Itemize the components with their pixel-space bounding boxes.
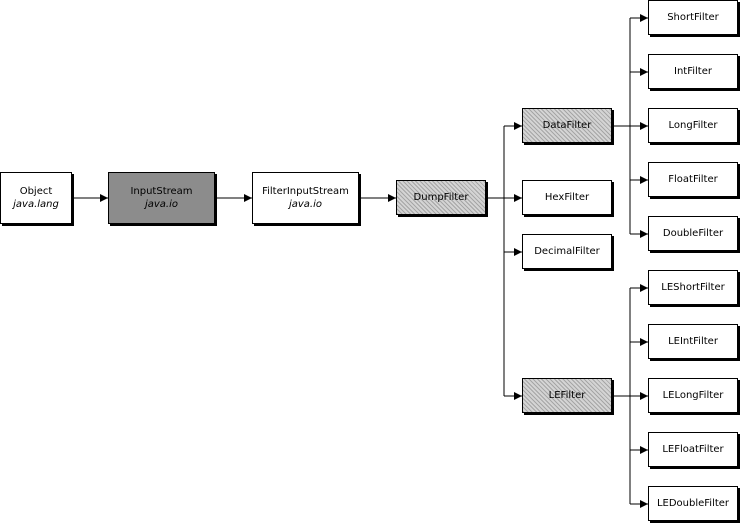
node-object-package: java.lang xyxy=(13,199,59,210)
node-lelongfilter-name: LELongFilter xyxy=(662,390,724,401)
node-lelongfilter: LELongFilter xyxy=(648,378,738,413)
node-lefilter: LEFilter xyxy=(522,378,612,413)
node-hexfilter-name: HexFilter xyxy=(544,192,590,203)
node-object: Object java.lang xyxy=(0,172,72,224)
node-inputstream-name: InputStream xyxy=(130,186,193,197)
node-ledoublefilter-name: LEDoubleFilter xyxy=(656,498,730,509)
node-doublefilter-name: DoubleFilter xyxy=(662,228,724,239)
node-hexfilter: HexFilter xyxy=(522,180,612,215)
node-floatfilter-name: FloatFilter xyxy=(668,174,718,185)
node-filterinputstream-name: FilterInputStream xyxy=(262,186,349,197)
node-lefloatfilter: LEFloatFilter xyxy=(648,432,738,467)
node-floatfilter: FloatFilter xyxy=(648,162,738,197)
node-filterinputstream: FilterInputStream java.io xyxy=(252,172,359,224)
node-decimalfilter-name: DecimalFilter xyxy=(534,246,600,257)
node-datafilter: DataFilter xyxy=(522,108,612,143)
node-dumpfilter: DumpFilter xyxy=(396,180,486,215)
node-leshortfilter-name: LEShortFilter xyxy=(661,282,725,293)
node-intfilter-name: IntFilter xyxy=(674,66,712,77)
node-filterinputstream-package: java.io xyxy=(288,199,323,210)
node-object-name: Object xyxy=(19,186,53,197)
node-longfilter-name: LongFilter xyxy=(668,120,718,131)
node-lefilter-name: LEFilter xyxy=(548,390,586,401)
node-decimalfilter: DecimalFilter xyxy=(522,234,612,269)
node-shortfilter-name: ShortFilter xyxy=(667,12,719,23)
node-leintfilter-name: LEIntFilter xyxy=(668,336,718,347)
node-doublefilter: DoubleFilter xyxy=(648,216,738,251)
node-leintfilter: LEIntFilter xyxy=(648,324,738,359)
node-longfilter: LongFilter xyxy=(648,108,738,143)
node-dumpfilter-name: DumpFilter xyxy=(413,192,469,203)
node-datafilter-name: DataFilter xyxy=(542,120,592,131)
node-intfilter: IntFilter xyxy=(648,54,738,89)
node-inputstream: InputStream java.io xyxy=(108,172,215,224)
node-ledoublefilter: LEDoubleFilter xyxy=(648,486,738,521)
node-shortfilter: ShortFilter xyxy=(648,0,738,35)
node-leshortfilter: LEShortFilter xyxy=(648,270,738,305)
node-lefloatfilter-name: LEFloatFilter xyxy=(662,444,724,455)
node-inputstream-package: java.io xyxy=(144,199,179,210)
